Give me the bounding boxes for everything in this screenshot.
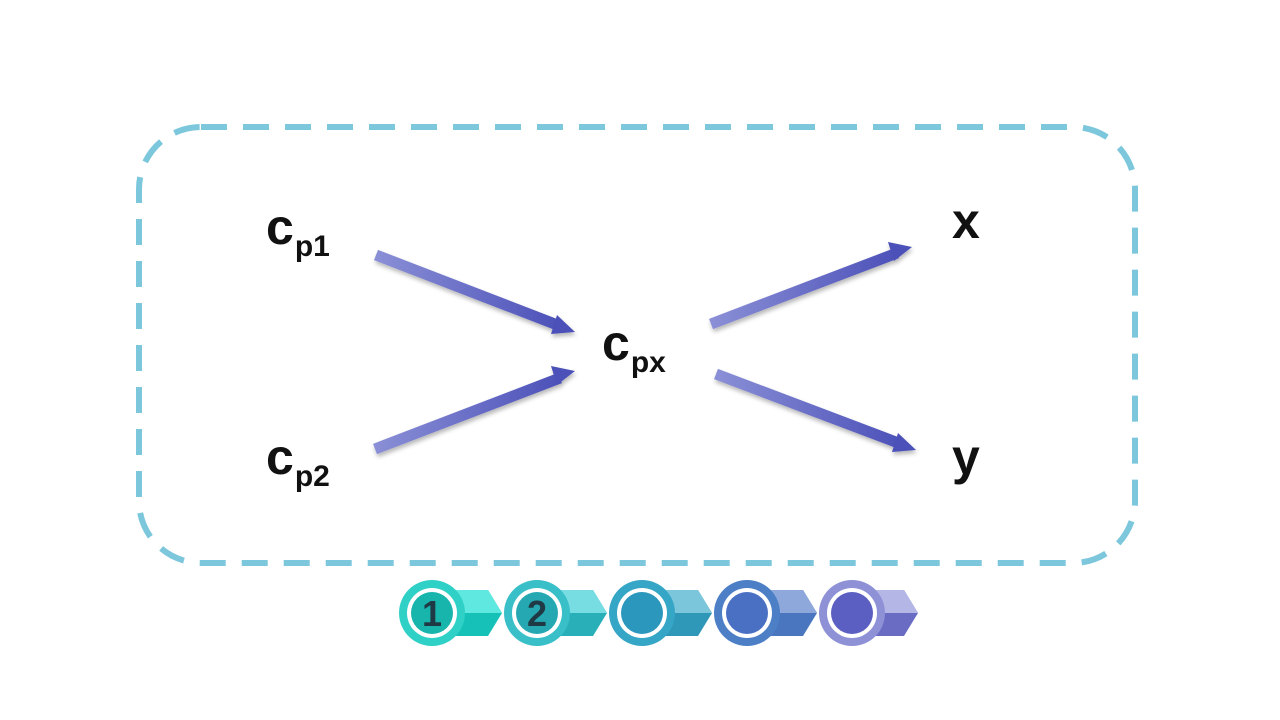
step-5[interactable] — [819, 580, 918, 646]
node-cpx-subscript: px — [630, 346, 666, 379]
node-cpx-base: c — [602, 315, 630, 371]
arrow-cpx-to-y — [714, 368, 916, 452]
node-x: x — [952, 196, 980, 246]
node-cp2: cp2 — [266, 429, 330, 492]
step-2[interactable]: 2 — [504, 580, 607, 646]
node-cp2-base: c — [266, 429, 294, 485]
node-y: y — [952, 432, 980, 482]
node-x-label: x — [952, 193, 980, 249]
arrow-cp2-to-cpx — [373, 366, 575, 455]
node-cp2-subscript: p2 — [294, 460, 330, 493]
node-y-label: y — [952, 429, 980, 485]
node-cpx: cpx — [602, 315, 666, 378]
step-4[interactable] — [714, 580, 817, 646]
node-cp1-base: c — [266, 199, 294, 255]
arrow-cpx-to-x — [709, 242, 912, 330]
step-1[interactable]: 1 — [399, 580, 502, 646]
arrow-cp1-to-cpx — [374, 249, 575, 334]
step-indicator: 1 2 — [399, 580, 918, 646]
node-cp1-subscript: p1 — [294, 230, 330, 263]
node-cp1: cp1 — [266, 199, 330, 262]
step-2-number: 2 — [527, 593, 547, 634]
step-3[interactable] — [609, 580, 712, 646]
dashed-frame — [136, 124, 1138, 566]
step-1-number: 1 — [422, 593, 442, 634]
